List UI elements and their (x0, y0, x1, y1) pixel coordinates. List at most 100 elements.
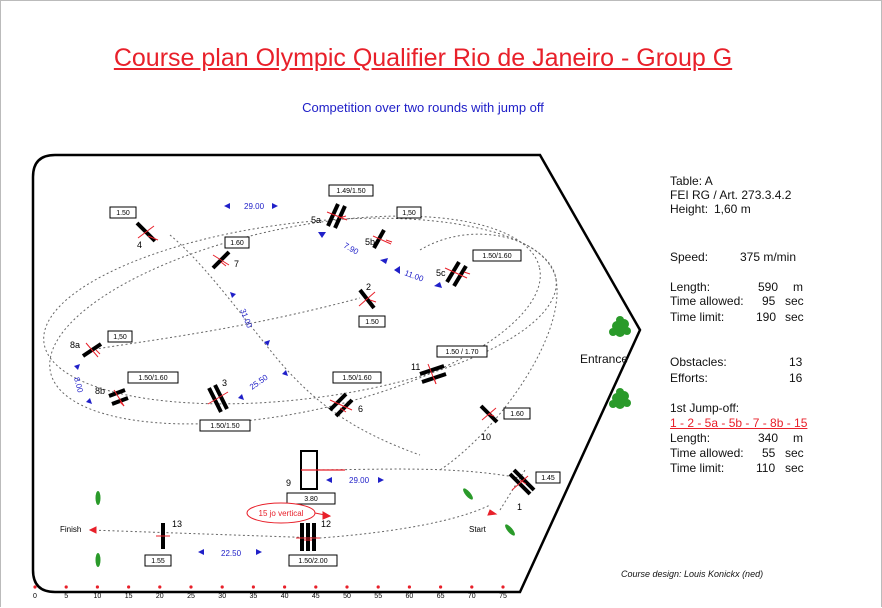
page-subtitle: Competition over two rounds with jump of… (302, 100, 544, 115)
scale-label: 5 (64, 593, 68, 600)
time-limit-label: Time limit: (670, 310, 725, 324)
obstacle-number-4: 4 (137, 240, 142, 250)
tree-icon (609, 388, 631, 409)
jo-time-limit-unit: sec (785, 461, 804, 475)
distance-label: 11.00 (403, 268, 425, 283)
obstacle-5c (444, 249, 522, 288)
obstacle-8b (108, 371, 179, 407)
scale-tick (127, 585, 131, 589)
height-label-6: 1.50/1.60 (342, 375, 371, 382)
height-label-11: 1.50 / 1.70 (445, 349, 478, 356)
distance-label: 8.00 (72, 376, 85, 394)
height-label-1: 1.45 (541, 475, 555, 482)
time-limit-value: 190 (756, 310, 777, 324)
scale-label: 10 (94, 593, 102, 600)
jumpoff-sequence: 1 - 2 - 5a - 5b - 7 - 8b - 15 (670, 416, 808, 430)
height-label-5c: 1.50/1.60 (482, 253, 511, 260)
obstacle-1 (508, 468, 561, 496)
obstacles-value: 13 (789, 355, 803, 369)
obstacle-8a (81, 330, 133, 358)
obstacle-number-7: 7 (234, 259, 239, 269)
height-label-2: 1.50 (365, 319, 379, 326)
flag-icon (95, 553, 101, 567)
jo-time-allowed-label: Time allowed: (670, 446, 744, 460)
jo-time-limit-value: 110 (756, 461, 776, 475)
obstacle-9 (286, 450, 345, 505)
scale-tick (33, 585, 37, 589)
distance-label: 22.50 (221, 549, 242, 558)
scale-label: 45 (312, 593, 320, 600)
scale-label: 30 (218, 593, 226, 600)
jo-length-label: Length: (670, 431, 711, 445)
length-unit: m (793, 280, 803, 294)
finish-label: Finish (60, 525, 81, 534)
tree-icon (609, 316, 631, 337)
scale-tick (283, 585, 287, 589)
obstacle-number-1: 1 (517, 502, 522, 512)
distance-label: 25.50 (248, 372, 270, 391)
scale-tick (189, 585, 193, 589)
height-label-10: 1.60 (510, 411, 524, 418)
height-label-8a: 1,50 (113, 334, 127, 341)
table-type: Table: A (670, 174, 713, 188)
scale-label: 65 (437, 593, 445, 600)
obstacle-number-6: 6 (358, 404, 363, 414)
scale-tick (470, 585, 474, 589)
obstacle-7 (211, 236, 250, 270)
obstacle-number-13: 13 (172, 519, 182, 529)
height-value: 1,60 m (714, 202, 751, 216)
obstacles-label: Obstacles: (670, 355, 727, 369)
scale-label: 0 (33, 593, 37, 600)
obstacle-number-12: 12 (321, 519, 331, 529)
height-label-3: 1.50/1.50 (210, 423, 239, 430)
flag-icon (95, 491, 101, 505)
scale-label: 15 (125, 593, 133, 600)
scale-tick (501, 585, 505, 589)
obstacle-number-2: 2 (366, 282, 371, 292)
obstacle-number-8a: 8a (70, 340, 80, 350)
scale-label: 25 (187, 593, 195, 600)
start-label: Start (469, 525, 487, 534)
obstacle-number-5b: 5b (365, 237, 375, 247)
jo-length-unit: m (793, 431, 803, 445)
time-allowed-value: 95 (762, 294, 776, 308)
obstacle-number-10: 10 (481, 432, 491, 442)
scale-label: 75 (499, 593, 507, 600)
obstacle-number-3: 3 (222, 378, 227, 388)
flag-icon (463, 488, 473, 500)
flag-icon (505, 524, 515, 536)
jo-length-value: 340 (758, 431, 779, 445)
scale-tick (407, 585, 411, 589)
scale-label: 60 (406, 593, 414, 600)
scale-label: 70 (468, 593, 476, 600)
jo-time-limit-label: Time limit: (670, 461, 725, 475)
obstacle-3 (199, 384, 251, 432)
jo-time-allowed-value: 55 (762, 446, 776, 460)
speed-value: 375 m/min (740, 250, 797, 264)
scale-label: 20 (156, 593, 164, 600)
scale-label: 40 (281, 593, 289, 600)
height-label-9: 3.80 (304, 496, 318, 503)
scale-label: 50 (343, 593, 351, 600)
page-title: Course plan Olympic Qualifier Rio de Jan… (113, 44, 733, 72)
speed-label: Speed: (670, 250, 709, 264)
flag-icons (95, 488, 515, 567)
obstacle-5a (326, 184, 374, 229)
obstacle-number-5c: 5c (436, 268, 446, 278)
jumpoff-title: 1st Jump-off: (670, 401, 740, 415)
obstacle-5b (372, 206, 422, 249)
obstacle-number-5a: 5a (311, 215, 321, 225)
obstacle-number-9: 9 (286, 478, 291, 488)
efforts-value: 16 (789, 371, 803, 385)
distance-label: 29.00 (349, 476, 370, 485)
fei-rule: FEI RG / Art. 273.3.4.2 (670, 188, 792, 202)
obstacle-number-11: 11 (411, 362, 420, 372)
scale-label: 35 (250, 593, 258, 600)
height-label-12: 1.50/2.00 (298, 558, 327, 565)
obstacle-number-8b: 8b (95, 386, 105, 396)
height-label-4: 1.50 (116, 210, 130, 217)
obstacle-12 (288, 523, 338, 567)
tree-icons (609, 316, 631, 409)
obstacle-2 (358, 288, 386, 328)
